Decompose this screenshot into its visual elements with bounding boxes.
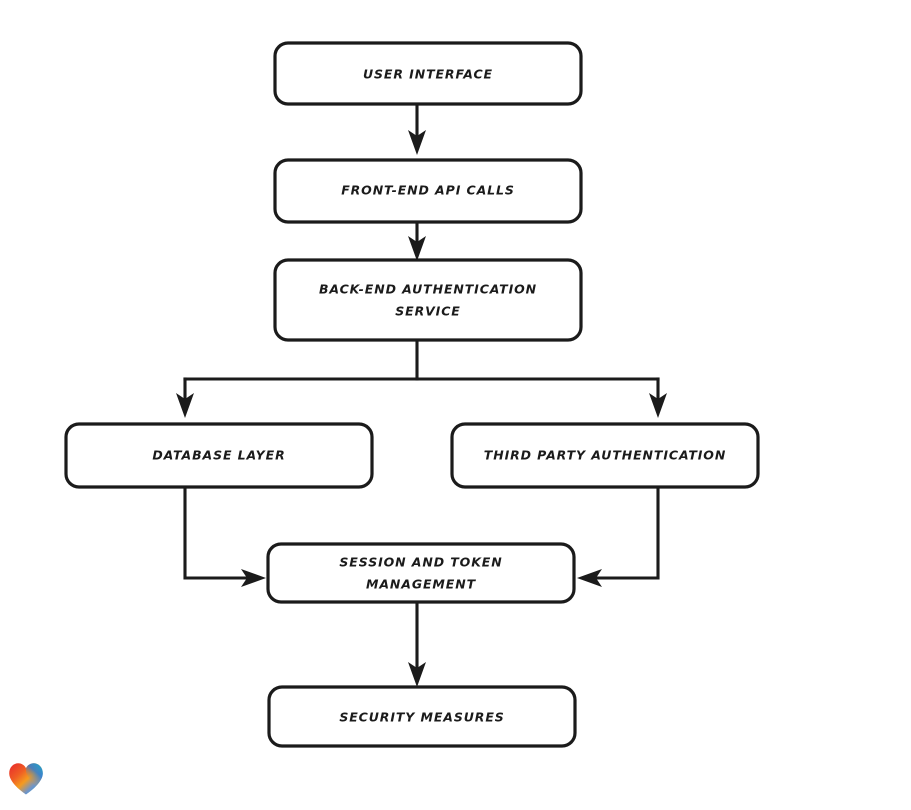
- arrow-head-icon: [408, 662, 426, 687]
- heart-badge[interactable]: [8, 762, 44, 796]
- node-user-interface[interactable]: USER INTERFACE: [273, 41, 583, 106]
- edge-backend-split-bus: [183, 338, 660, 381]
- edge-group: [176, 102, 667, 687]
- node-session-token-management[interactable]: SESSION AND TOKEN MANAGEMENT: [266, 542, 576, 604]
- edge-backend-to-database: [176, 377, 194, 418]
- edge-ui-to-frontend: [408, 102, 426, 155]
- node-security-measures-label: SECURITY MEASURES: [339, 710, 504, 725]
- node-third-party-authentication[interactable]: THIRD PARTY AUTHENTICATION: [450, 422, 760, 489]
- node-backend-auth-service-label-line1: BACK-END AUTHENTICATION: [319, 282, 537, 297]
- node-user-interface-box[interactable]: [273, 41, 583, 106]
- node-security-measures[interactable]: SECURITY MEASURES: [267, 685, 577, 748]
- edge-session-to-security: [408, 600, 426, 687]
- arrow-head-icon: [649, 393, 667, 418]
- node-frontend-api-calls-label: FRONT-END API CALLS: [341, 183, 515, 198]
- node-database-layer-label: DATABASE LAYER: [152, 448, 285, 463]
- node-database-layer[interactable]: DATABASE LAYER: [64, 422, 374, 489]
- arrow-head-icon: [408, 130, 426, 155]
- node-backend-auth-service-label-line2: SERVICE: [395, 304, 461, 319]
- arrow-head-icon: [408, 236, 426, 261]
- node-backend-auth-service[interactable]: BACK-END AUTHENTICATION SERVICE: [273, 258, 583, 342]
- edge-backend-to-thirdparty: [649, 377, 667, 418]
- edge-thirdparty-to-session: [577, 485, 660, 587]
- node-frontend-api-calls-box[interactable]: [273, 158, 583, 224]
- node-backend-auth-service-box[interactable]: [273, 258, 583, 342]
- arrow-head-icon: [241, 569, 266, 587]
- node-session-token-management-label-line1: SESSION AND TOKEN: [339, 555, 502, 570]
- edge-database-to-session: [183, 485, 266, 587]
- arrow-head-icon: [577, 569, 602, 587]
- node-frontend-api-calls[interactable]: FRONT-END API CALLS: [273, 158, 583, 224]
- node-database-layer-box[interactable]: [64, 422, 374, 489]
- node-security-measures-box[interactable]: [267, 685, 577, 748]
- node-session-token-management-label-line2: MANAGEMENT: [366, 577, 477, 592]
- node-third-party-authentication-label: THIRD PARTY AUTHENTICATION: [484, 448, 726, 463]
- node-user-interface-label: USER INTERFACE: [363, 67, 493, 82]
- node-third-party-authentication-box[interactable]: [450, 422, 760, 489]
- heart-icon[interactable]: [8, 762, 44, 796]
- arrow-head-icon: [176, 393, 194, 418]
- edge-frontend-to-backend: [408, 220, 426, 261]
- node-session-token-management-box[interactable]: [266, 542, 576, 604]
